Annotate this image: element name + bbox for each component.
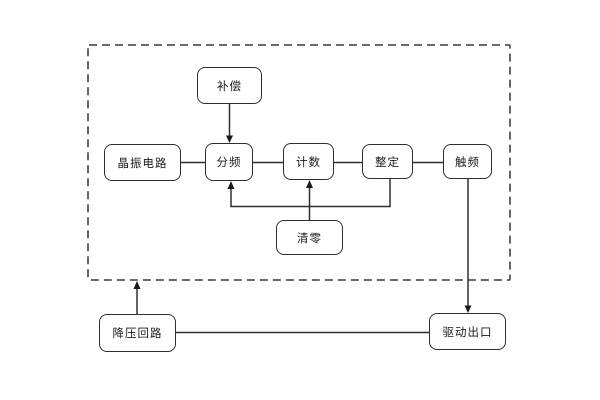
node-label: 清零: [297, 232, 322, 245]
node-crystal-oscillator-circuit: 晶振电路: [104, 144, 181, 181]
node-step-down-circuit: 降压回路: [99, 314, 176, 352]
node-label: 补偿: [217, 80, 242, 93]
node-label: 计数: [296, 156, 321, 169]
node-label: 触频: [455, 156, 480, 169]
node-drive-output: 驱动出口: [429, 313, 506, 350]
node-compensation: 补偿: [197, 67, 262, 104]
node-trigger-frequency: 触频: [443, 144, 492, 179]
node-label: 晶振电路: [117, 157, 168, 170]
node-label: 降压回路: [112, 328, 163, 340]
node-label: 驱动出口: [442, 326, 493, 339]
node-setting: 整定: [362, 144, 413, 179]
dashed-boundary: [87, 44, 511, 281]
node-clear-reset: 清零: [276, 220, 343, 255]
node-label: 整定: [375, 156, 400, 169]
node-frequency-divider: 分频: [205, 143, 253, 181]
node-label: 分频: [216, 157, 242, 169]
node-counter: 计数: [283, 143, 334, 180]
